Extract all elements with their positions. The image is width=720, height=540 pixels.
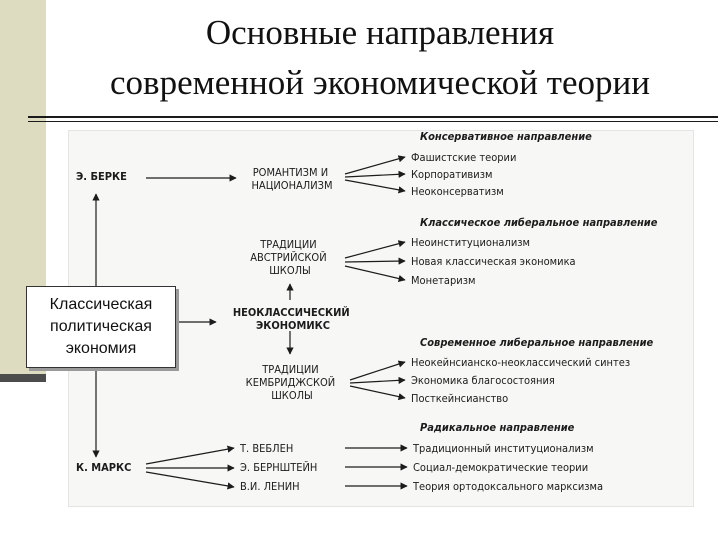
node-austrian: ТРАДИЦИИ АВСТРИЙСКОЙ ШКОЛЫ: [250, 238, 330, 277]
node-austrian-line-2: АВСТРИЙСКОЙ: [250, 251, 326, 264]
item-welfare: Экономика благосостояния: [411, 374, 555, 387]
box-line-2: политическая: [50, 318, 152, 335]
item-neoconservatism: Неоконсерватизм: [411, 185, 504, 198]
item-postkeynesian: Посткейнсианство: [411, 392, 508, 405]
node-neoclassical-line-2: ЭКОНОМИКС: [256, 319, 330, 332]
node-neoclassical-line-1: НЕОКЛАССИЧЕСКИЙ: [233, 306, 350, 319]
arrow-austrian-new-classical: [344, 257, 406, 265]
arrow-cambridge-postkeynesian: [349, 385, 406, 401]
item-monetarism: Монетаризм: [411, 274, 475, 287]
node-bernstein: Э. БЕРНШТЕЙН: [240, 461, 317, 474]
node-romanticism-line-1: РОМАНТИЗМ И: [253, 166, 328, 179]
arrow-austrian-neoinstitutionalism: [344, 240, 406, 259]
item-new-classical: Новая классическая экономика: [411, 255, 576, 268]
title-rule-bottom: [28, 121, 718, 122]
left-accent-bar-base: [0, 374, 46, 382]
item-orthodox-marxism: Теория ортодоксального марксизма: [412, 480, 603, 493]
node-lenin: В.И. ЛЕНИН: [240, 480, 300, 493]
arrow-cambridge-synthesis: [349, 360, 406, 381]
node-neoclassical: НЕОКЛАССИЧЕСКИЙ ЭКОНОМИКС: [233, 306, 353, 332]
node-cambridge-line-3: ШКОЛЫ: [271, 389, 313, 402]
node-cambridge: ТРАДИЦИИ КЕМБРИДЖСКОЙ ШКОЛЫ: [246, 363, 339, 402]
node-marx: К. МАРКС: [76, 461, 131, 474]
node-cambridge-line-2: КЕМБРИДЖСКОЙ: [246, 376, 336, 389]
arrow-romanticism-corporatism: [344, 170, 406, 178]
heading-radical: Радикальное направление: [420, 421, 575, 434]
diagram-background: [68, 130, 694, 507]
title-rule-top: [28, 116, 718, 118]
slide-title-line-2: современной экономической теории: [110, 63, 650, 102]
box-line-1: Классическая: [49, 296, 153, 313]
arrow-marx-lenin: [145, 471, 235, 490]
item-social-democratic: Социал-демократические теории: [413, 461, 588, 474]
node-cambridge-line-1: ТРАДИЦИИ: [261, 363, 318, 376]
node-austrian-line-1: ТРАДИЦИИ: [259, 238, 316, 251]
arrow-cambridge-welfare: [349, 376, 406, 384]
node-burke: Э. БЕРКЕ: [76, 170, 127, 183]
arrow-romanticism-fascist: [344, 155, 406, 175]
item-synthesis: Неокейнсианско-неоклассический синтез: [411, 356, 630, 369]
node-romanticism: РОМАНТИЗМ И НАЦИОНАЛИЗМ: [251, 166, 332, 192]
item-fascist: Фашистские теории: [411, 151, 516, 164]
arrow-romanticism-neoconservatism: [344, 179, 406, 194]
box-line-3: экономия: [65, 340, 137, 357]
heading-conservative: Консервативное направление: [420, 130, 592, 143]
slide-title: Основные направления современной экономи…: [50, 8, 710, 108]
item-institutionalism: Традиционный институционализм: [412, 442, 594, 455]
heading-modern-liberal: Современное либеральное направление: [420, 336, 654, 349]
arrow-austrian-monetarism: [344, 265, 406, 283]
slide-title-line-1: Основные направления: [205, 13, 555, 52]
item-corporatism: Корпоративизм: [411, 168, 492, 181]
node-veblen: Т. ВЕБЛЕН: [239, 442, 293, 455]
node-austrian-line-3: ШКОЛЫ: [269, 264, 311, 277]
item-neoinstitutionalism: Неоинституционализм: [411, 236, 530, 249]
arrow-marx-veblen: [145, 445, 235, 465]
heading-classical-liberal: Классическое либеральное направление: [420, 216, 658, 229]
classical-political-economy-box: Классическая политическая экономия: [26, 286, 176, 368]
node-romanticism-line-2: НАЦИОНАЛИЗМ: [251, 179, 332, 192]
